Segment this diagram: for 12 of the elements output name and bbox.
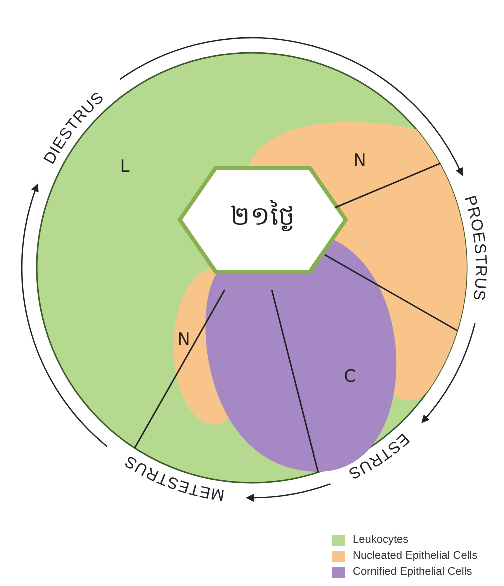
duration-text: ២១ថ្ងៃ <box>230 202 296 232</box>
legend-label: Nucleated Epithelial Cells <box>353 550 478 562</box>
legend-label: Cornified Epithelial Cells <box>353 566 472 578</box>
region-letter: C <box>344 367 356 387</box>
cycle-arrow <box>22 184 108 448</box>
cycle-arrow <box>422 323 476 424</box>
region-letter: N <box>354 151 366 171</box>
region-letter: L <box>120 157 130 177</box>
cycle-arrow <box>120 37 464 176</box>
legend-label: Leukocytes <box>353 534 409 546</box>
region-letter: N <box>178 330 190 350</box>
cycle-arrow <box>246 483 331 502</box>
